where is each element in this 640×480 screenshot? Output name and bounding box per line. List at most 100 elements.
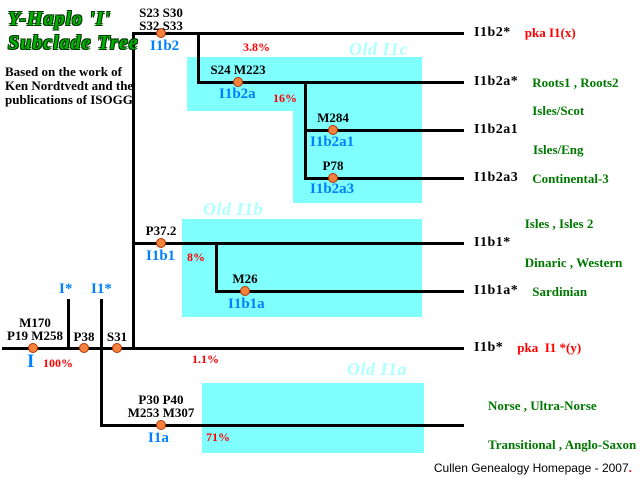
desc-line: Isles/Eng bbox=[532, 142, 584, 157]
snp-node-s31 bbox=[112, 343, 122, 353]
terminal-desc: Norse , Ultra-Norse Transitional , Anglo… bbox=[488, 373, 636, 477]
marker-label-i1b2a1: M284 bbox=[303, 111, 363, 124]
terminal-label: I1b1* bbox=[474, 235, 511, 250]
credit-text: Based on the work of Ken Nordtvedt and t… bbox=[5, 65, 133, 107]
terminal-row-i1b: I1b* pka I1 *(y) bbox=[474, 334, 581, 362]
clade-label-i1a: I1a bbox=[148, 430, 169, 446]
marker-label-i1b1: P37.2 bbox=[131, 224, 191, 237]
branch-line-i1b1a bbox=[215, 290, 464, 293]
snp-node-p38 bbox=[79, 343, 89, 353]
desc-line: Norse , Ultra-Norse bbox=[488, 398, 597, 413]
region-old-i1c-lower bbox=[293, 111, 422, 203]
drop-line-i1b1a bbox=[215, 242, 218, 293]
terminal-desc: Isles , Isles 2 Dinaric , Western bbox=[525, 191, 623, 295]
page-title: Y-Haplo 'I' Subclade Tree bbox=[8, 7, 139, 55]
pct-label-i1a: 71% bbox=[206, 430, 230, 444]
title-line-2: Subclade Tree bbox=[8, 32, 139, 54]
branch-line-i1b2a bbox=[197, 81, 464, 84]
snp-node-p37-2 bbox=[156, 238, 166, 248]
terminal-note: pka I1(x) bbox=[524, 25, 576, 40]
terminal-desc: Sardinian bbox=[532, 283, 588, 299]
footer-attribution: Cullen Genealogy Homepage - 2007. bbox=[434, 461, 632, 475]
snp-node-m253 bbox=[156, 420, 166, 430]
marker-line: M284 bbox=[317, 110, 349, 125]
marker-label-s31: S31 bbox=[97, 330, 137, 343]
branch-line-i1b2a1 bbox=[304, 129, 464, 132]
terminal-label: I1b2a* bbox=[474, 74, 519, 89]
stub-line-i1-star bbox=[100, 299, 103, 427]
marker-line: S32 S33 bbox=[139, 18, 183, 33]
marker-line: P37.2 bbox=[145, 223, 177, 238]
marker-line: P38 bbox=[73, 329, 95, 344]
marker-label-i1a: P30 P40 M253 M307 bbox=[121, 393, 201, 419]
terminal-label: I1b2a3 bbox=[474, 170, 519, 185]
trunk-line bbox=[2, 347, 464, 350]
terminal-desc: Isles/Scot Isles/Eng bbox=[532, 78, 584, 182]
desc-line: Isles , Isles 2 bbox=[524, 216, 594, 231]
branch-line-i1b1 bbox=[132, 242, 464, 245]
snp-node-p78 bbox=[328, 173, 338, 183]
marker-line: S23 S30 bbox=[139, 5, 183, 20]
footer-red-dot: . bbox=[628, 461, 632, 475]
region-old-i1a bbox=[202, 383, 424, 453]
clade-label-i-root: I bbox=[27, 351, 35, 372]
marker-line: P19 M258 bbox=[7, 328, 63, 343]
branch-line-i1b2 bbox=[132, 32, 464, 35]
main-vertical-line bbox=[132, 32, 135, 350]
marker-line: S24 M223 bbox=[210, 62, 266, 77]
terminal-row-i1b2: I1b2* pka I1(x) bbox=[474, 19, 576, 47]
marker-label-p38: P38 bbox=[64, 330, 104, 343]
paragroup-label-i1-star: I1* bbox=[91, 281, 112, 297]
snp-node-s23-s30 bbox=[156, 28, 166, 38]
drop-line-i1b2a bbox=[197, 32, 200, 84]
snp-node-m170 bbox=[28, 343, 38, 353]
snp-node-s24-m223 bbox=[233, 77, 243, 87]
terminal-row-i1a: Norse , Ultra-Norse Transitional , Anglo… bbox=[488, 399, 636, 451]
region-old-i1b bbox=[182, 219, 422, 317]
marker-label-i-root: M170 P19 M258 bbox=[0, 316, 70, 342]
branch-line-i1a bbox=[100, 424, 464, 427]
marker-label-i1b2a3: P78 bbox=[303, 159, 363, 172]
desc-line: Dinaric , Western bbox=[524, 255, 623, 270]
clade-label-i1b1a: I1b1a bbox=[228, 296, 265, 312]
clade-label-i1b1: I1b1 bbox=[146, 248, 176, 264]
desc-line: Isles/Scot bbox=[532, 103, 585, 118]
terminal-label: I1b2a1 bbox=[474, 122, 519, 137]
region-label-old-i1c: Old I1c bbox=[349, 39, 408, 59]
credit-line-3: publications of ISOGG bbox=[5, 92, 133, 107]
terminal-row-i1b2a1: I1b2a1 Isles/Scot Isles/Eng bbox=[474, 104, 584, 156]
marker-line: M253 M307 bbox=[127, 405, 195, 420]
marker-line: M170 bbox=[19, 315, 51, 330]
pct-label-i1b1: 8% bbox=[187, 250, 205, 264]
marker-line: P30 P40 bbox=[138, 392, 184, 407]
credit-line-1: Based on the work of bbox=[5, 64, 123, 79]
pct-label-trunk: 1.1% bbox=[192, 352, 219, 366]
marker-label-i1b2: S23 S30 S32 S33 bbox=[131, 6, 191, 32]
terminal-label: I1b* bbox=[474, 340, 504, 355]
pct-label-i1b2a: 16% bbox=[273, 91, 297, 105]
terminal-label: I1b1a* bbox=[474, 283, 519, 298]
clade-label-i1b2a: I1b2a bbox=[219, 86, 256, 102]
clade-label-i1b2a3: I1b2a3 bbox=[310, 181, 355, 197]
marker-line: S31 bbox=[106, 329, 128, 344]
marker-line: P78 bbox=[322, 158, 344, 173]
credit-line-2: Ken Nordtvedt and the bbox=[5, 78, 134, 93]
marker-label-i1b1a: M26 bbox=[215, 272, 275, 285]
clade-label-i1b2a1: I1b2a1 bbox=[310, 134, 355, 150]
terminal-desc: Continental-3 bbox=[532, 170, 609, 186]
footer-text: Cullen Genealogy Homepage - 2007 bbox=[433, 461, 629, 475]
terminal-row-i1b1a: I1b1a* Sardinian bbox=[474, 277, 587, 305]
region-label-old-i1a: Old I1a bbox=[347, 359, 408, 379]
paragroup-label-i-star: I* bbox=[59, 281, 73, 297]
pct-label-root: 100% bbox=[43, 356, 73, 370]
terminal-row-i1b2a3: I1b2a3 Continental-3 bbox=[474, 164, 609, 192]
marker-line: M26 bbox=[232, 271, 258, 286]
snp-node-m26 bbox=[240, 286, 250, 296]
branch-line-i1b2a3 bbox=[304, 177, 464, 180]
terminal-desc: Roots1 , Roots2 bbox=[532, 74, 619, 90]
snp-node-m284 bbox=[328, 125, 338, 135]
region-label-old-i1b: Old I1b bbox=[203, 199, 264, 219]
stub-line-i-star bbox=[67, 299, 70, 349]
pct-label-i1b2: 3.8% bbox=[243, 40, 270, 54]
